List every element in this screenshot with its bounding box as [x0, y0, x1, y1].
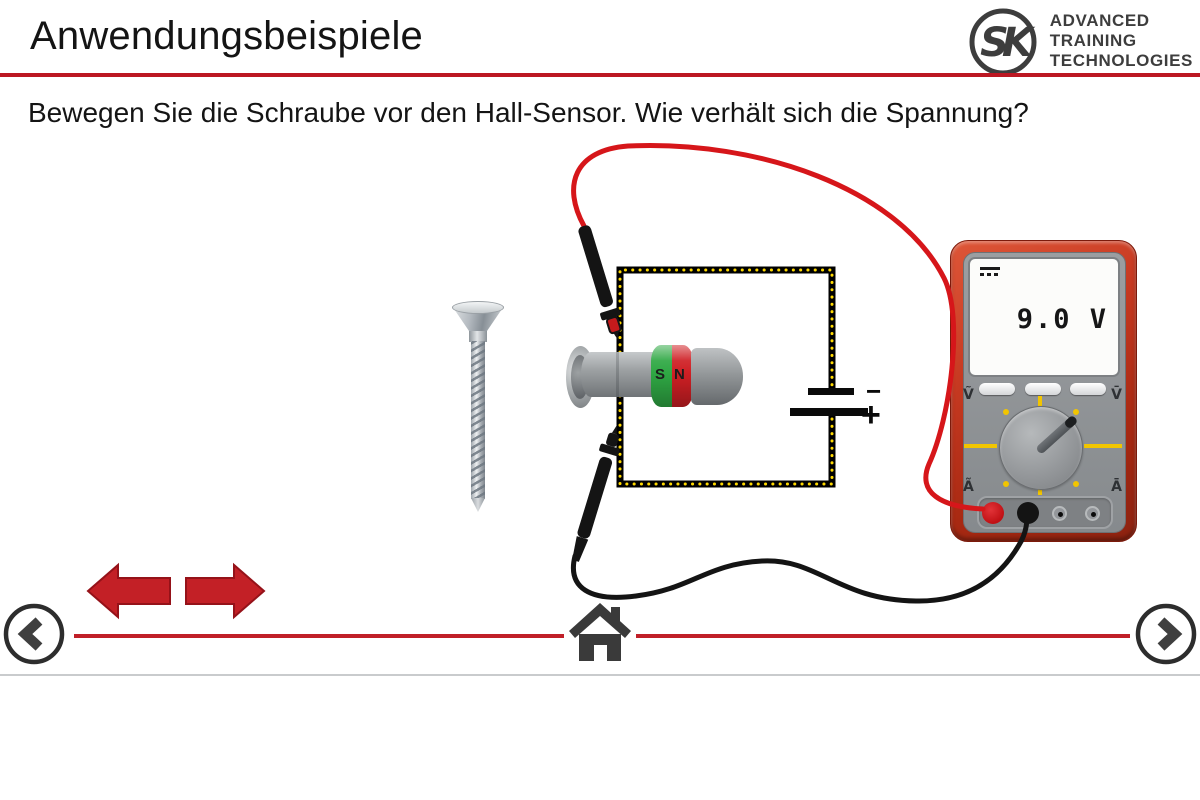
- home-button[interactable]: [567, 601, 633, 663]
- magnet-south-label: S: [655, 366, 666, 383]
- red-test-lead-wire: [571, 143, 986, 512]
- black-jack: [1017, 502, 1039, 524]
- brand-line-3: TECHNOLOGIES: [1049, 51, 1193, 70]
- battery-plus-label: +: [861, 396, 881, 434]
- chevron-left-icon: [17, 617, 43, 651]
- hall-sensor-barrel: [581, 352, 657, 397]
- multimeter-button-2[interactable]: [1025, 383, 1061, 395]
- header-divider: [0, 73, 1200, 77]
- home-icon: [611, 607, 620, 623]
- screw-tip: [471, 498, 485, 512]
- multimeter-reading: 9.0 V: [1016, 304, 1108, 335]
- jack-hole: [1090, 511, 1096, 517]
- dial-dot-bottom-right: [1073, 481, 1079, 487]
- brand-wordmark: ADVANCED TRAINING TECHNOLOGIES: [1050, 11, 1193, 71]
- screw-head-rim: [452, 301, 504, 314]
- brand-line-2: TRAINING: [1049, 31, 1137, 50]
- dial-label-amp-ac: Ã: [963, 479, 974, 495]
- drag-hint-double-arrow-icon: [86, 562, 266, 620]
- sk-logo-icon: SK: [969, 8, 1041, 76]
- progress-line-left: [74, 634, 564, 638]
- small-jack-1: [1052, 506, 1067, 521]
- brand-line-1: ADVANCED: [1049, 11, 1150, 30]
- multimeter-button-3[interactable]: [1070, 383, 1106, 395]
- battery-plus-plate: [790, 408, 868, 416]
- progress-line-right: [636, 634, 1130, 638]
- dial-dot-top-right: [1073, 409, 1079, 415]
- red-probe: [578, 225, 622, 341]
- multimeter-display: 9.0 V: [968, 257, 1120, 377]
- magnet-north-label: N: [674, 366, 685, 383]
- multimeter-button-1[interactable]: [979, 383, 1015, 395]
- screw-neck: [469, 331, 487, 342]
- dc-indicator-icon: [980, 267, 1000, 270]
- prev-button[interactable]: [2, 602, 66, 666]
- jack-hole: [1057, 511, 1063, 517]
- dial-tick-top: [1038, 396, 1042, 408]
- footer-divider: [0, 674, 1200, 676]
- dial-label-volt-dc: V̄: [1111, 387, 1122, 403]
- brand-logo: SK ADVANCED TRAINING TECHNOLOGIES: [965, 3, 1193, 79]
- dial-tick-right: [1084, 444, 1122, 448]
- screw-shaft: [471, 341, 485, 499]
- dial-dot-top-left: [1003, 409, 1009, 415]
- page-title: Anwendungsbeispiele: [30, 14, 423, 58]
- dial-tick-left: [964, 444, 997, 448]
- black-probe: [572, 425, 620, 562]
- dial-label-amp-dc: Ā: [1111, 479, 1122, 495]
- battery-minus-plate: [808, 388, 854, 395]
- screw-draggable[interactable]: [451, 301, 505, 513]
- next-button[interactable]: [1134, 602, 1198, 666]
- hall-sensor-body: [691, 348, 743, 405]
- multimeter: 9.0 V Ṽ V̄ Ã Ā: [950, 240, 1137, 542]
- task-instruction: Bewegen Sie die Schraube vor den Hall-Se…: [28, 97, 1029, 128]
- dial-label-volt-ac: Ṽ: [963, 387, 974, 403]
- dial-dot-bottom-left: [1003, 481, 1009, 487]
- dc-indicator-icon-dashed: [980, 273, 1000, 276]
- red-jack: [982, 502, 1004, 524]
- hall-sensor-ridge: [616, 352, 619, 397]
- chevron-right-icon: [1157, 617, 1183, 651]
- small-jack-2: [1085, 506, 1100, 521]
